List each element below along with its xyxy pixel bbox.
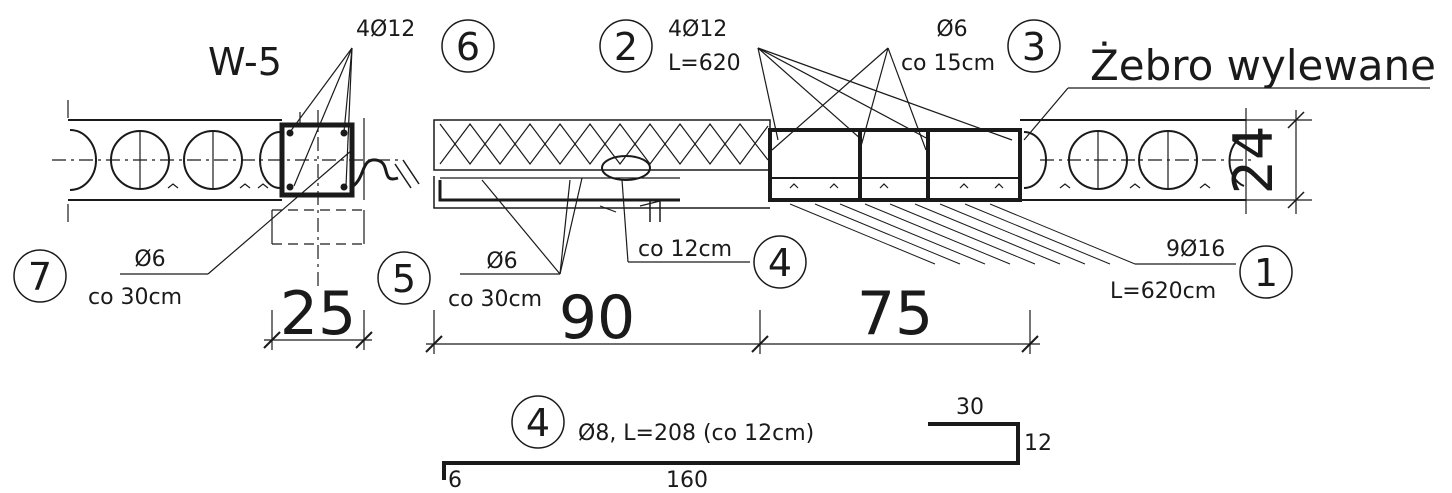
bar-segment-riser: 12 <box>1024 431 1052 456</box>
dimension-insulated-width: 90 <box>559 283 635 353</box>
callout-5-number: 5 <box>392 257 416 301</box>
left-hollow-core-slab <box>67 100 282 222</box>
callout-6-number: 6 <box>456 25 480 69</box>
cast-rib <box>768 128 1136 265</box>
bar-detail-number: 4 <box>526 401 550 445</box>
dimension-rib-width: 75 <box>857 279 933 349</box>
callout-1-line1: 9Ø16 <box>1166 237 1225 262</box>
callout-2-line1: 4Ø12 <box>668 17 727 42</box>
callout-5-line1: Ø6 <box>486 249 517 274</box>
insulation-block <box>433 119 771 222</box>
callout-7-number: 7 <box>28 255 52 299</box>
bar-segment-main: 160 <box>666 468 708 493</box>
bar-4-shape <box>442 422 1020 480</box>
callout-3-line2: co 15cm <box>901 51 995 76</box>
callout-4-number: 4 <box>768 241 792 285</box>
right-hollow-core-slab <box>1020 108 1312 214</box>
dimension-w5-width: 25 <box>280 279 356 349</box>
callout-4-line1: co 12cm <box>638 237 732 262</box>
dimension-slab-depth: 24 <box>1222 126 1285 195</box>
callout-7-line1: Ø6 <box>134 247 165 272</box>
w5-column <box>52 110 420 290</box>
leader-lines <box>120 47 1430 275</box>
callout-5-line2: co 30cm <box>448 287 542 312</box>
callout-7-line2: co 30cm <box>88 285 182 310</box>
callout-markers <box>13 19 1293 449</box>
labels: W-5 Żebro wylewane 1 9Ø16 L=620cm 2 4Ø12… <box>28 17 1436 493</box>
bar-detail-spec: Ø8, L=208 (co 12cm) <box>578 421 814 446</box>
callout-6-line1: 4Ø12 <box>356 17 415 42</box>
bar-segment-hook: 6 <box>448 468 462 493</box>
dimension-lines <box>263 310 1040 354</box>
bar-segment-top: 30 <box>956 395 984 420</box>
callout-2-line2: L=620 <box>668 51 741 76</box>
rib-label: Żebro wylewane <box>1090 40 1436 90</box>
callout-2-number: 2 <box>614 25 638 69</box>
element-label-w5: W-5 <box>208 40 282 84</box>
callout-1-number: 1 <box>1254 251 1278 295</box>
callout-3-number: 3 <box>1022 25 1046 69</box>
callout-3-line1: Ø6 <box>936 17 967 42</box>
callout-1-line2: L=620cm <box>1110 279 1216 304</box>
